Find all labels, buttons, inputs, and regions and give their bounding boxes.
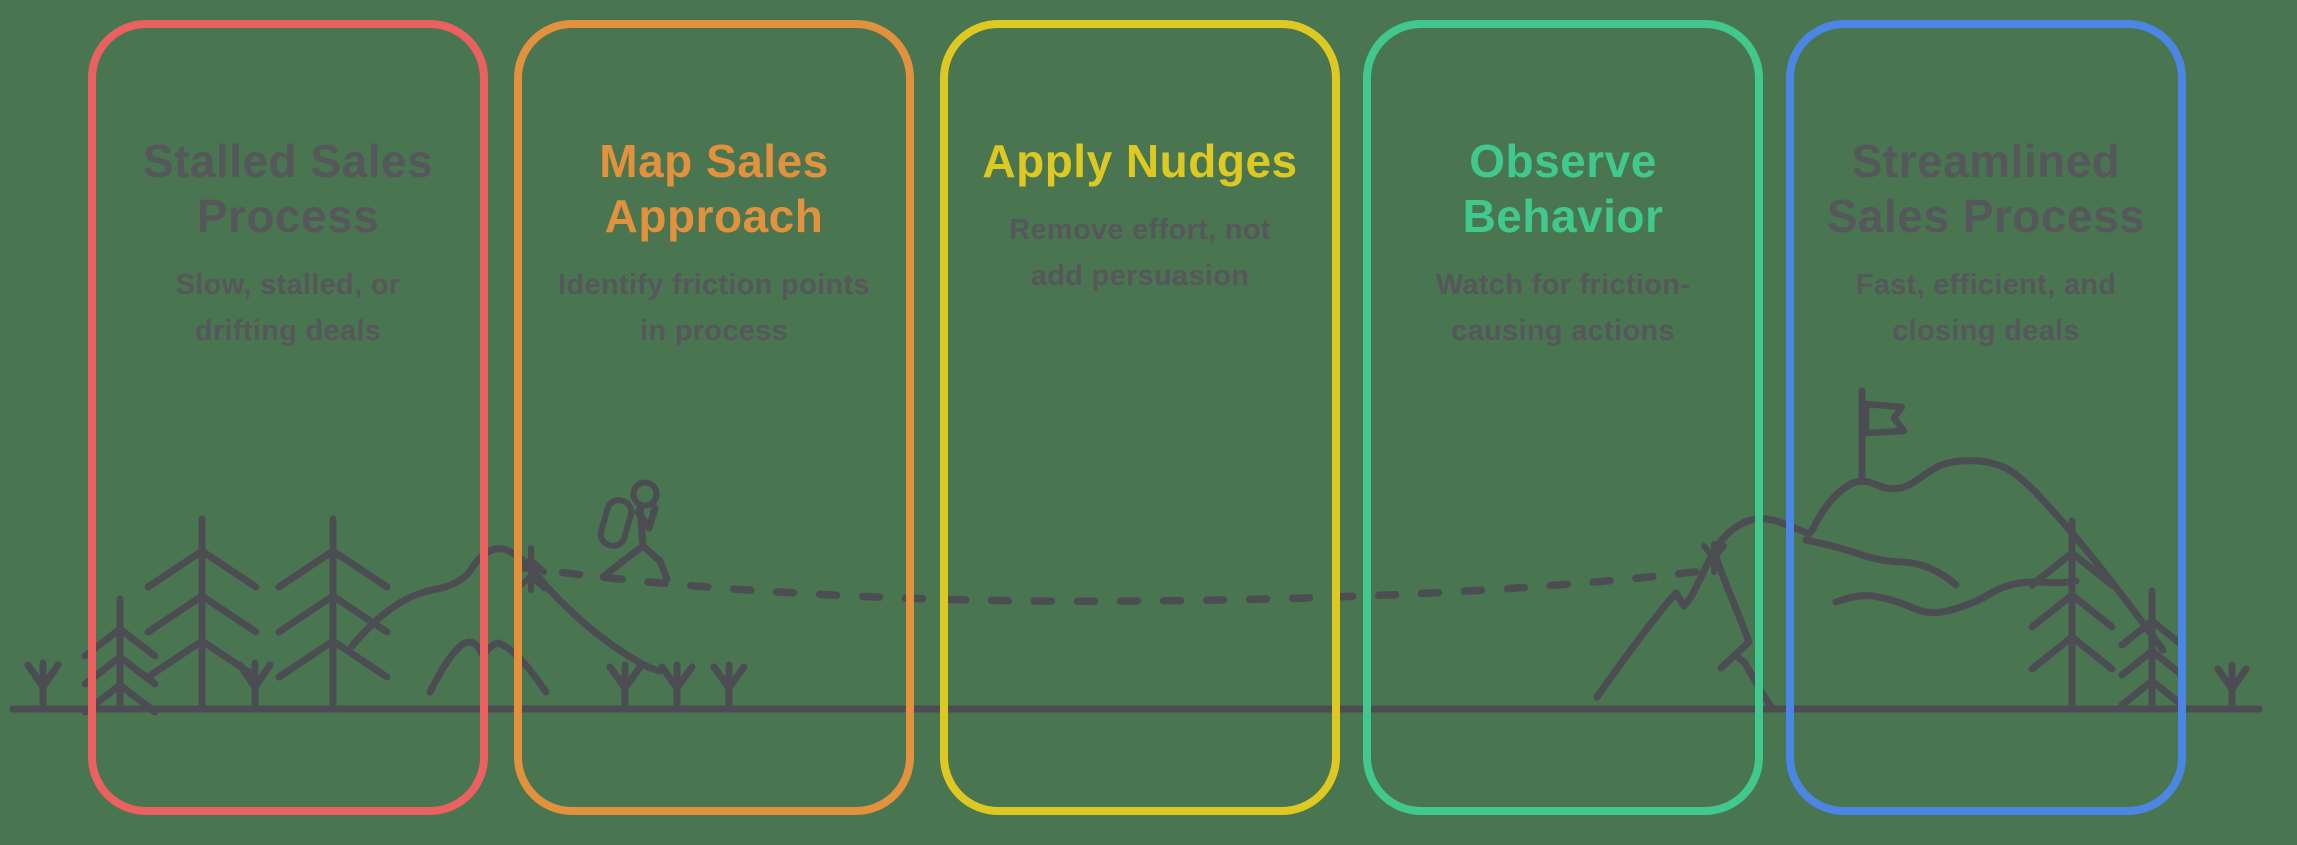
- sapling-icon: [236, 659, 274, 713]
- card-subtitle: Remove effort, not add persuasion: [1009, 214, 1271, 292]
- card-streamlined-sales-process: Streamlined Sales Process Fast, efficien…: [1786, 20, 2186, 815]
- card-observe-behavior: Observe Behavior Watch for friction- cau…: [1363, 20, 1763, 815]
- card-stalled-sales-process: Stalled Sales Process Slow, stalled, or …: [88, 20, 488, 815]
- pine-tree-icon: [144, 515, 260, 713]
- card-subtitle: Identify friction points in process: [558, 269, 870, 347]
- sapling-icon: [1701, 541, 1727, 575]
- backpack-icon: [597, 497, 635, 549]
- card-title: Observe Behavior: [1462, 135, 1664, 242]
- pine-tree-icon: [2118, 587, 2186, 713]
- sapling-icon: [2214, 661, 2250, 713]
- card-subtitle: Slow, stalled, or drifting deals: [175, 269, 401, 347]
- hiker-icon: [597, 479, 671, 583]
- sapling-icon: [710, 661, 748, 713]
- hiker-head: [630, 479, 660, 509]
- card-title: Streamlined Sales Process: [1826, 135, 2146, 242]
- hiker-front-leg: [639, 542, 671, 583]
- pine-tree-icon: [2028, 517, 2116, 713]
- flag-banner: [1862, 400, 1908, 437]
- pine-tree-icon: [275, 515, 391, 713]
- card-subtitle: Fast, efficient, and closing deals: [1855, 269, 2117, 347]
- card-title: Apply Nudges: [982, 135, 1298, 187]
- hiker-arm: [634, 504, 659, 532]
- pine-tree-icon: [81, 595, 159, 716]
- card-title: Stalled Sales Process: [142, 135, 434, 242]
- sapling-icon: [24, 659, 62, 713]
- dashed-path-icon: [516, 563, 1707, 605]
- sapling-icon: [658, 661, 696, 713]
- card-map-sales-approach: Map Sales Approach Identify friction poi…: [514, 20, 914, 815]
- sapling-icon: [606, 661, 644, 713]
- hiker-back-leg: [599, 542, 647, 581]
- card-title: Map Sales Approach: [599, 135, 829, 242]
- card-apply-nudges: Apply Nudges Remove effort, not add pers…: [940, 20, 1340, 815]
- flag-icon: [1858, 387, 1908, 485]
- card-subtitle: Watch for friction- causing actions: [1435, 269, 1691, 347]
